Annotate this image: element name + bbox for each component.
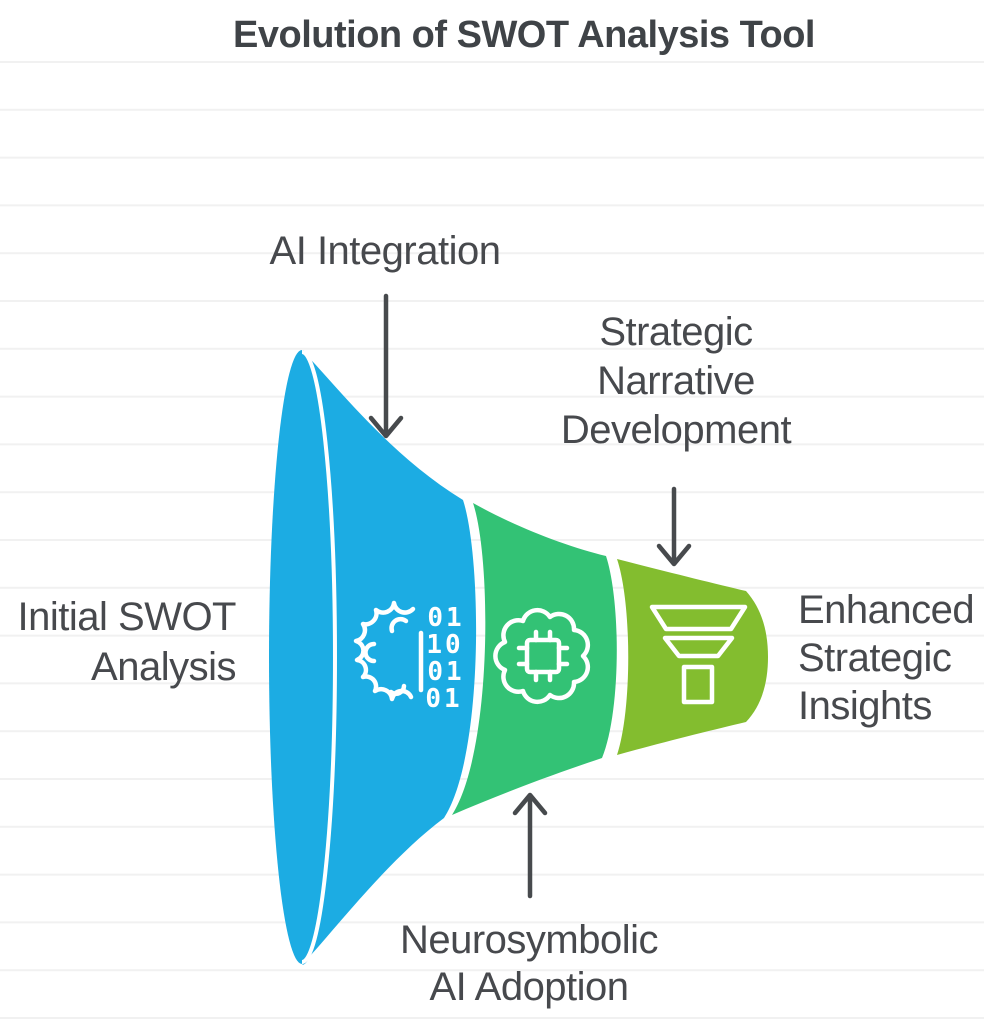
funnel-stage-neurosymbolic-body bbox=[452, 503, 617, 815]
label-insights-line: Insights bbox=[798, 684, 932, 728]
label-neurosymbolic-line: Neurosymbolic bbox=[399, 918, 659, 962]
arrow-ai-integration bbox=[368, 293, 404, 439]
funnel-stage-initial-swot-body bbox=[302, 350, 477, 965]
arrow-neurosymbolic bbox=[512, 792, 548, 899]
label-development-line: Development bbox=[560, 408, 792, 452]
funnel-stage-neurosymbolic bbox=[452, 503, 617, 815]
binary-row-1: 01 bbox=[427, 603, 464, 633]
binary-row-3: 01 bbox=[427, 657, 464, 687]
label-initial-swot: Initial SWOT Analysis bbox=[0, 592, 237, 692]
label-narrative-line: Narrative bbox=[597, 359, 755, 403]
arrow-strategic-narrative bbox=[656, 486, 692, 567]
label-enhanced-insights: Enhanced Strategic Insights bbox=[798, 586, 984, 730]
label-initial-swot-line: Initial SWOT bbox=[17, 595, 237, 639]
page-title: Evolution of SWOT Analysis Tool bbox=[233, 14, 815, 56]
label-neurosymbolic: Neurosymbolic AI Adoption bbox=[379, 917, 679, 1011]
label-analysis-line: Analysis bbox=[91, 645, 236, 689]
binary-row-4: 01 bbox=[425, 684, 462, 714]
funnel-stage-initial-swot: 01 10 01 01 bbox=[269, 350, 477, 965]
label-strategic2-line: Strategic bbox=[798, 636, 952, 680]
label-strategic-narrative: Strategic Narrative Development bbox=[526, 308, 826, 455]
funnel-icon bbox=[649, 604, 748, 705]
label-ai-adoption-line: AI Adoption bbox=[429, 965, 629, 1009]
brain-binary-icon: 01 10 01 01 bbox=[353, 600, 464, 714]
label-strategic-line: Strategic bbox=[599, 310, 753, 354]
label-enhanced-line: Enhanced bbox=[798, 588, 975, 632]
brain-chip-icon bbox=[493, 607, 591, 705]
funnel-bell-rim bbox=[269, 350, 335, 964]
label-ai-integration-line: AI Integration bbox=[269, 229, 501, 273]
funnel-bell-rim-highlight bbox=[301, 350, 337, 964]
binary-row-2: 10 bbox=[426, 630, 463, 660]
funnel-stage-strategic-narrative bbox=[617, 559, 768, 755]
label-ai-integration: AI Integration bbox=[235, 227, 535, 276]
